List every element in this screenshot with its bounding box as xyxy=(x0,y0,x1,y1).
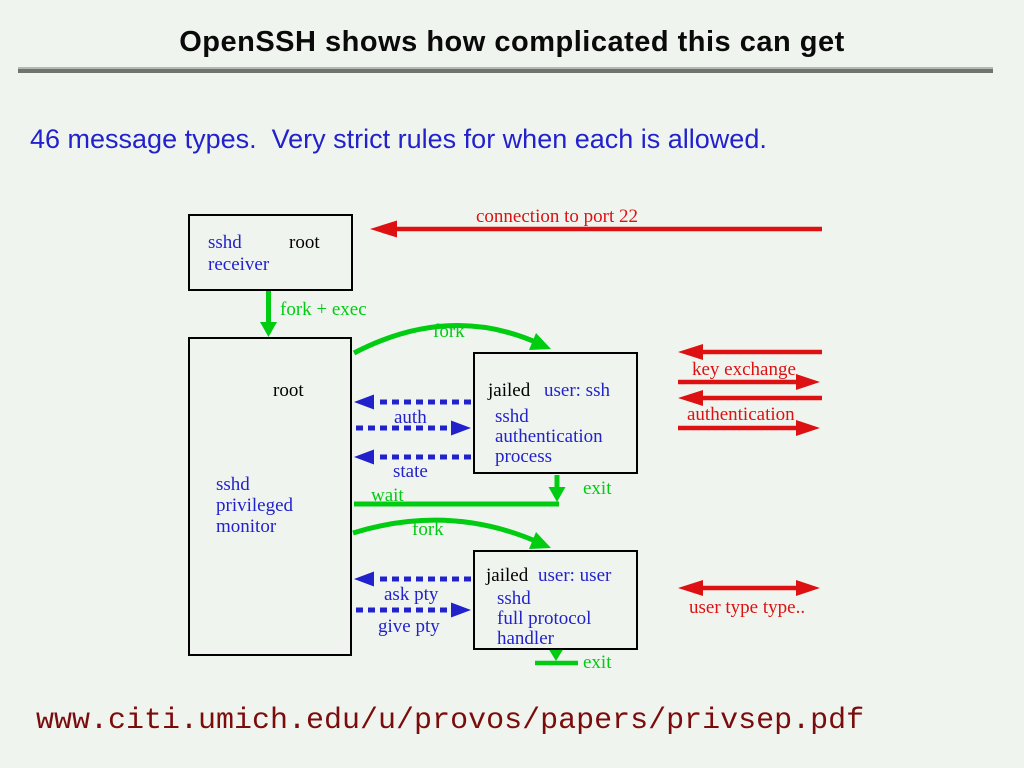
exit-arrow-1 xyxy=(548,475,566,502)
authentication-arrow-left xyxy=(678,390,822,406)
auth-jailed-label: jailed xyxy=(488,380,531,401)
wait-label: wait xyxy=(371,485,404,506)
fork-exec-arrow xyxy=(260,291,277,337)
receiver-box: sshd root receiver xyxy=(188,214,353,291)
fork1-label: fork xyxy=(433,321,465,342)
authentication-arrow-right xyxy=(678,420,820,436)
handler-line-2: full protocol xyxy=(497,608,592,629)
state-arrow-left xyxy=(354,449,471,465)
slide-subtitle: 46 message types. Very strict rules for … xyxy=(30,124,767,154)
auth-arrow-right xyxy=(356,420,471,436)
slide-title: OpenSSH shows how complicated this can g… xyxy=(179,26,845,58)
fork-curve-1 xyxy=(352,323,551,356)
ask-pty-arrow xyxy=(354,571,471,587)
fork2-label: fork xyxy=(412,519,444,540)
handler-line-1: sshd xyxy=(497,588,531,609)
give-pty-label: give pty xyxy=(378,616,440,637)
key-exchange-arrow-left xyxy=(678,344,822,360)
fork-exec-label: fork + exec xyxy=(280,299,367,320)
monitor-privilege-label: root xyxy=(273,380,304,401)
authentication-label: authentication xyxy=(687,404,795,425)
title-rule xyxy=(18,67,993,73)
handler-user-label: user: user xyxy=(538,565,612,586)
handler-jailed-label: jailed xyxy=(486,565,529,586)
monitor-line-2: privileged xyxy=(216,495,294,516)
exit2-label: exit xyxy=(583,652,612,673)
auth-line-3: process xyxy=(495,446,552,467)
receiver-proc-label-2: receiver xyxy=(208,254,270,275)
protocol-handler-box: jailed user: user sshd full protocol han… xyxy=(473,550,638,650)
auth-line-2: authentication xyxy=(495,426,603,447)
monitor-line-3: monitor xyxy=(216,516,277,537)
receiver-proc-label: sshd xyxy=(208,232,242,253)
auth-arrow-left xyxy=(354,394,471,410)
auth-label: auth xyxy=(394,407,427,428)
fork-curve-2 xyxy=(352,517,551,549)
handler-line-3: handler xyxy=(497,628,554,649)
auth-user-label: user: ssh xyxy=(544,380,610,401)
user-type-label: user type type.. xyxy=(689,597,806,618)
receiver-privilege-label: root xyxy=(289,232,320,253)
exit-arrow-2 xyxy=(535,648,578,666)
monitor-line-1: sshd xyxy=(216,474,250,495)
exit1-label: exit xyxy=(583,478,612,499)
user-type-arrow xyxy=(678,580,820,596)
key-exchange-arrow-right xyxy=(678,374,820,390)
monitor-box: root sshd privileged monitor xyxy=(188,337,352,656)
state-label: state xyxy=(393,461,428,482)
key-exchange-label: key exchange xyxy=(692,359,796,380)
connection-arrow xyxy=(370,220,822,238)
footer-url: www.citi.umich.edu/u/provos/papers/privs… xyxy=(36,704,865,738)
connection-label: connection to port 22 xyxy=(476,206,638,227)
auth-process-box: jailed user: ssh sshd authentication pro… xyxy=(473,352,638,474)
give-pty-arrow xyxy=(356,602,471,618)
auth-line-1: sshd xyxy=(495,406,529,427)
ask-pty-label: ask pty xyxy=(384,584,439,605)
